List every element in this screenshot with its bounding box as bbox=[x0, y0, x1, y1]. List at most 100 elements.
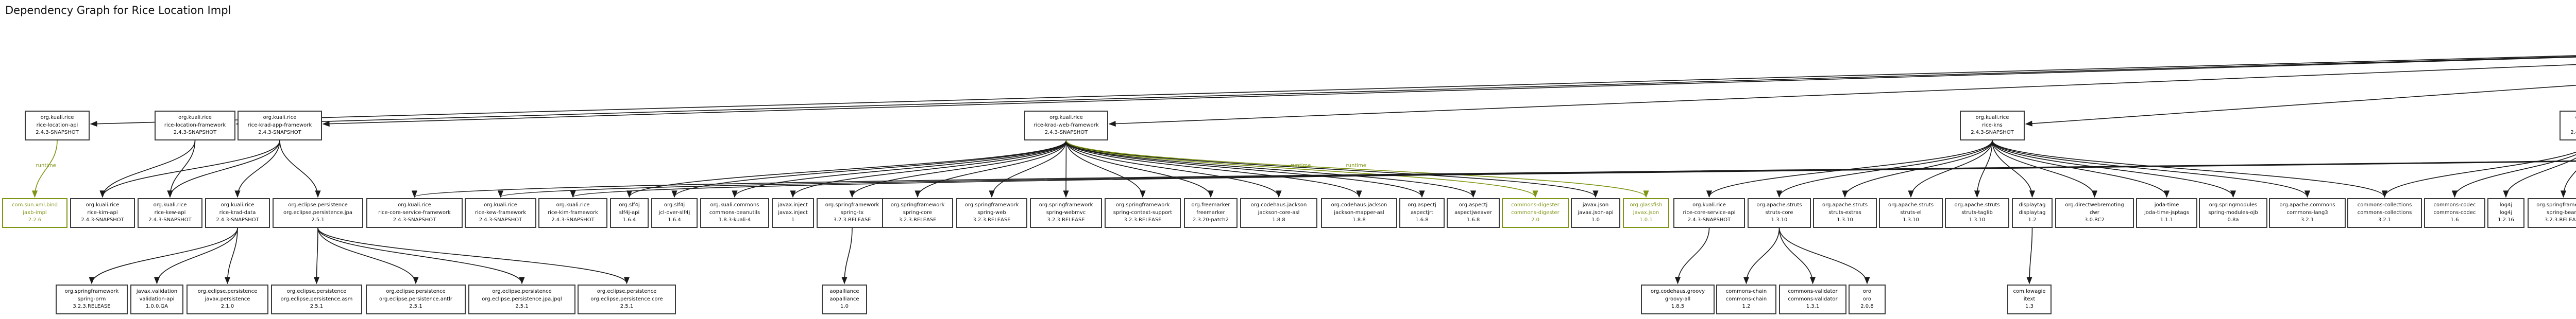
group-id: org.springframework bbox=[2536, 202, 2576, 208]
edge-kns--commons-collections bbox=[1992, 140, 2387, 198]
group-id: aopalliance bbox=[829, 289, 859, 295]
artifact-id: org.eclipse.persistence.jpa bbox=[283, 209, 352, 216]
edge-scope-label: runtime bbox=[1291, 163, 1311, 169]
artifact-id: commons-validator bbox=[1788, 296, 1838, 302]
edge-scope-label: runtime bbox=[36, 163, 56, 169]
group-id: org.kuali.commons bbox=[710, 202, 759, 208]
version: 1 bbox=[791, 217, 795, 223]
edge-krad-web-fw--jackson-core bbox=[1065, 140, 1282, 198]
group-id: javax.inject bbox=[778, 202, 808, 208]
page-title: Dependency Graph for Rice Location Impl bbox=[5, 4, 231, 16]
version: 1.0 bbox=[1591, 217, 1600, 223]
group-id: org.slf4j bbox=[664, 202, 685, 208]
edge-core-impl--kim-fw bbox=[570, 161, 2576, 198]
group-id: org.springframework bbox=[64, 289, 119, 295]
group-id: org.eclipse.persistence bbox=[597, 289, 657, 295]
version: 1.3.10 bbox=[1903, 217, 1919, 223]
artifact-id: spring-webmvc bbox=[1046, 209, 1086, 216]
group-id: org.kuali.rice bbox=[178, 115, 212, 121]
group-id: javax.validation bbox=[136, 289, 178, 295]
artifact-id: aopalliance bbox=[829, 296, 859, 302]
version: 2.4.3-SNAPSHOT bbox=[1687, 217, 1731, 223]
artifact-id: rice-core-service-framework bbox=[378, 209, 451, 216]
edge-krad-data--spring-orm bbox=[89, 227, 238, 285]
edge-ep-jpa--ep-antlr bbox=[317, 227, 419, 285]
group-id: org.kuali.rice bbox=[263, 115, 297, 121]
edge-krad-web-fw--spring-web bbox=[989, 140, 1067, 198]
group-id: org.springframework bbox=[1039, 202, 1093, 208]
edge-krad-app-fw--kew-api bbox=[167, 140, 280, 198]
group-id: org.kuali.rice bbox=[556, 202, 590, 208]
artifact-id: rice-krad-app-framework bbox=[247, 122, 312, 128]
version: 1.8.8 bbox=[1352, 217, 1366, 223]
artifact-id: jaxb-impl bbox=[23, 209, 47, 216]
version: 2.1.0 bbox=[221, 304, 234, 310]
edge-root--kns bbox=[2025, 84, 2576, 127]
version: 2.4.3-SNAPSHOT bbox=[81, 217, 124, 223]
group-id: org.directwebremoting bbox=[2065, 202, 2124, 208]
edge-kns--struts-taglib bbox=[1974, 140, 1993, 198]
edge-core-impl--kew-fw bbox=[498, 161, 2576, 198]
artifact-id: rice-location-framework bbox=[164, 122, 226, 128]
version: 2.5.1 bbox=[311, 217, 325, 223]
artifact-id: org.eclipse.persistence.asm bbox=[280, 296, 353, 302]
group-id: org.apache.commons bbox=[2279, 202, 2335, 208]
artifact-id: oro bbox=[1862, 296, 1872, 302]
edge-krad-web-fw--jackson-mapper bbox=[1065, 140, 1362, 198]
group-id: oro bbox=[1862, 289, 1872, 295]
group-id: javax.json bbox=[1582, 202, 1609, 208]
edge-krad-web-fw--aspectjweaver bbox=[1065, 140, 1476, 198]
version: 1.2.16 bbox=[2498, 217, 2514, 223]
group-id: org.apache.struts bbox=[1756, 202, 1802, 208]
version: 2.2.6 bbox=[28, 217, 42, 223]
edge-root--krad-web-fw bbox=[1108, 64, 2576, 127]
version: 2.5.1 bbox=[515, 304, 529, 310]
version: 3.2.3.RELEASE bbox=[899, 217, 937, 223]
version: 3.2.3.RELEASE bbox=[1124, 217, 1162, 223]
version: 1.3 bbox=[2025, 304, 2033, 310]
artifact-id: displaytag bbox=[2019, 209, 2046, 216]
group-id: org.codehaus.groovy bbox=[1650, 289, 1705, 295]
group-id: org.kuali.rice bbox=[1692, 202, 1726, 208]
artifact-id: spring-tx bbox=[840, 209, 864, 216]
version: 2.4.3-SNAPSHOT bbox=[148, 217, 192, 223]
group-id: joda-time bbox=[2154, 202, 2179, 208]
group-id: org.kuali.rice bbox=[398, 202, 431, 208]
version: 1.1.1 bbox=[2160, 217, 2174, 223]
edge-core-api--log4j bbox=[2503, 157, 2576, 198]
edge-core-impl--core-svc-fw bbox=[412, 160, 2576, 198]
group-id: commons-validator bbox=[1788, 289, 1838, 295]
version: 1.3.10 bbox=[1969, 217, 1986, 223]
version: 3.2.3.RELEASE bbox=[2544, 217, 2576, 223]
version: 1.8.5 bbox=[1671, 304, 1685, 310]
version: 1.6 bbox=[2450, 217, 2459, 223]
dep-node-spring-beans: org.springframeworkspring-beans3.2.3.REL… bbox=[2528, 198, 2576, 228]
artifact-id: javax.inject bbox=[778, 209, 808, 216]
group-id: org.kuali.rice bbox=[221, 202, 255, 208]
edge-kns--spring-modules-ojb bbox=[1992, 140, 2236, 198]
version: 2.3.20-patch2 bbox=[1192, 217, 1229, 223]
